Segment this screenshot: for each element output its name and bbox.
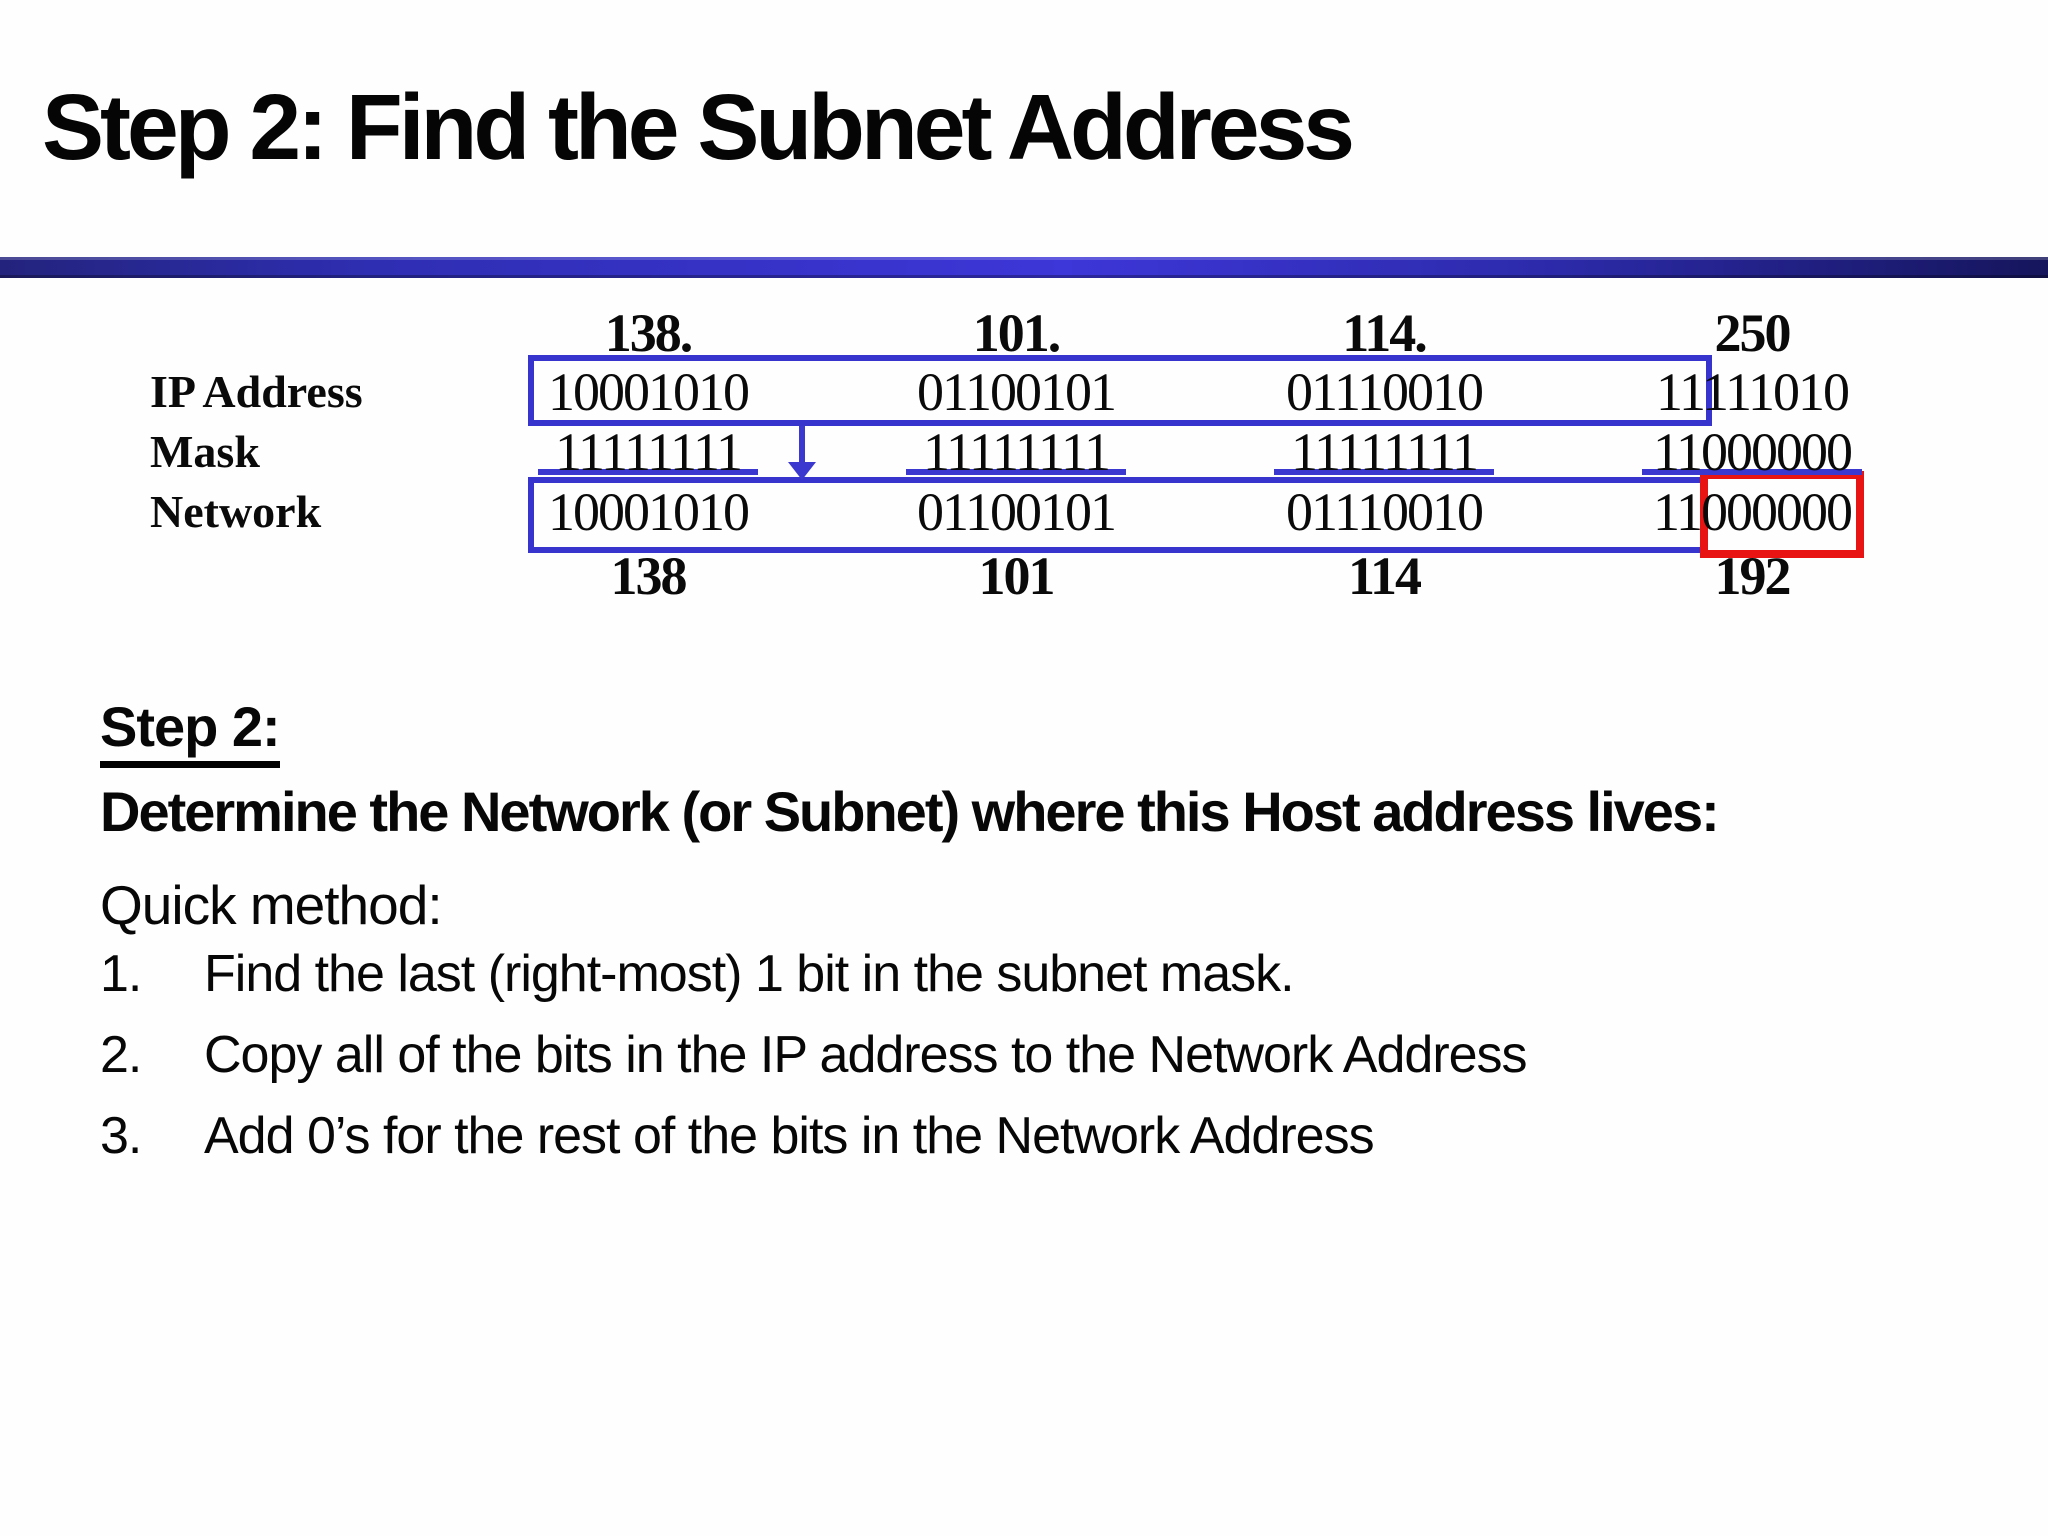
mask-underline [906,469,1126,475]
step-number: 1. [100,945,142,1003]
mask-underline [538,469,758,475]
octet-header-4: 250 [1714,303,1792,363]
result-octet-3: 114 [1347,546,1422,606]
step-text: Add 0’s for the rest of the bits in the … [204,1107,1375,1165]
host-bits-red-box [1700,471,1864,558]
quick-method-label: Quick method: [100,874,443,936]
title-divider-bar [0,257,2048,278]
ip-octet-4: 11111010 [1644,362,1860,422]
result-octet-4: 192 [1714,546,1792,606]
method-step-2: 2. Copy all of the bits in the IP address… [100,1025,1528,1085]
step-heading: Step 2: [100,694,281,768]
network-octet-3: 01110010 [1286,482,1484,542]
ip-octet4-host-bits: 111010 [1702,362,1850,422]
network-octet4-host-bits: 000000 [1701,482,1853,542]
method-step-1: 1. Find the last (right-most) 1 bit in th… [100,944,1295,1004]
arrow-head [788,462,816,480]
subnet-calculation-diagram: 138. 101. 114. 250 IP Address Mask Netwo… [0,0,2048,660]
ip-octet-1: 10001010 [548,362,750,422]
determine-instruction: Determine the Network (or Subnet) where … [100,780,1720,843]
octet-header-1: 138. [604,303,694,363]
step-number: 2. [100,1026,142,1084]
mask-underline [1642,469,1862,475]
mask-octet-2: 11111111 [923,422,1111,482]
octet-header-2: 101. [972,303,1062,363]
row-label-ip-address: IP Address [150,366,363,417]
ip-octet-2: 01100101 [917,362,1117,422]
page-title: Step 2: Find the Subnet Address [42,75,1355,179]
step-text: Copy all of the bits in the IP address t… [204,1026,1528,1084]
row-label-network: Network [150,486,322,537]
mask-octet-4: 11000000 [1653,422,1853,482]
network-octet-1: 10001010 [548,482,750,542]
ip-octet4-subnet-bits: 11 [1656,362,1704,422]
step-text: Find the last (right-most) 1 bit in the … [204,945,1295,1003]
step-number: 3. [100,1107,142,1165]
ip-octet-3: 01110010 [1286,362,1484,422]
down-arrow-icon [788,426,816,480]
octet-header-3: 114. [1342,303,1428,363]
result-octet-1: 138 [610,546,688,606]
mask-octet-1: 11111111 [555,422,743,482]
arrow-line [799,426,805,466]
ip-address-highlight-box [528,355,1712,426]
method-step-3: 3. Add 0’s for the rest of the bits in th… [100,1106,1375,1166]
network-octet4-subnet-bits: 11 [1653,482,1703,542]
result-octet-2: 101 [978,546,1056,606]
network-octet-2: 01100101 [917,482,1117,542]
mask-octet-3: 11111111 [1291,422,1479,482]
row-label-mask: Mask [150,426,260,477]
mask-underline [1274,469,1494,475]
network-octet-4: 11000000 [1644,482,1860,542]
